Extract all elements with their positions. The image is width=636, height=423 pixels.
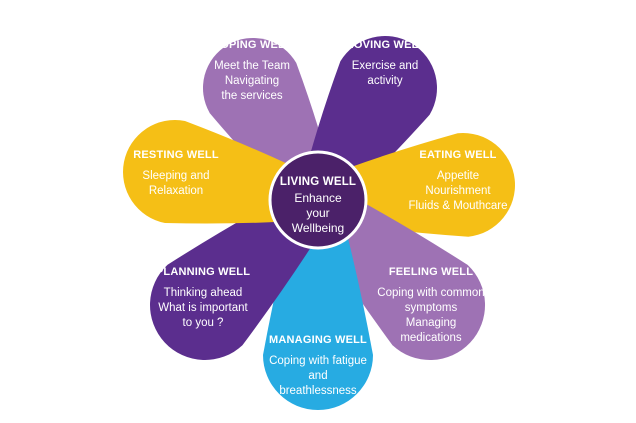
petal-title-resting: RESTING WELL [133,149,219,161]
petal-label-coping: COPING WELL Meet the Team Navigating the… [202,38,302,104]
center-title: LIVING WELL [279,176,357,188]
petal-title-eating: EATING WELL [419,149,497,161]
petal-label-planning: PLANNING WELL Thinking ahead What is imp… [148,265,258,331]
petal-title-coping: COPING WELL [212,39,292,51]
center-circle [268,150,368,250]
petal-title-planning: PLANNING WELL [155,266,251,278]
petal-label-moving: MOVING WELL Exercise and activity [335,38,435,89]
petal-title-feeling: FEELING WELL [388,266,474,278]
petal-title-managing: MANAGING WELL [269,334,367,346]
center-label: LIVING WELL Enhance your Wellbeing [270,175,366,236]
petal-label-eating: EATING WELL Appetite Nourishment Fluids … [400,148,516,214]
petal-label-resting: RESTING WELL Sleeping and Relaxation [124,148,228,199]
petal-label-managing: MANAGING WELL Coping with fatigue and br… [260,333,376,399]
petal-label-feeling: FEELING WELL Coping with common symptoms… [372,265,490,346]
petal-title-moving: MOVING WELL [344,39,426,51]
